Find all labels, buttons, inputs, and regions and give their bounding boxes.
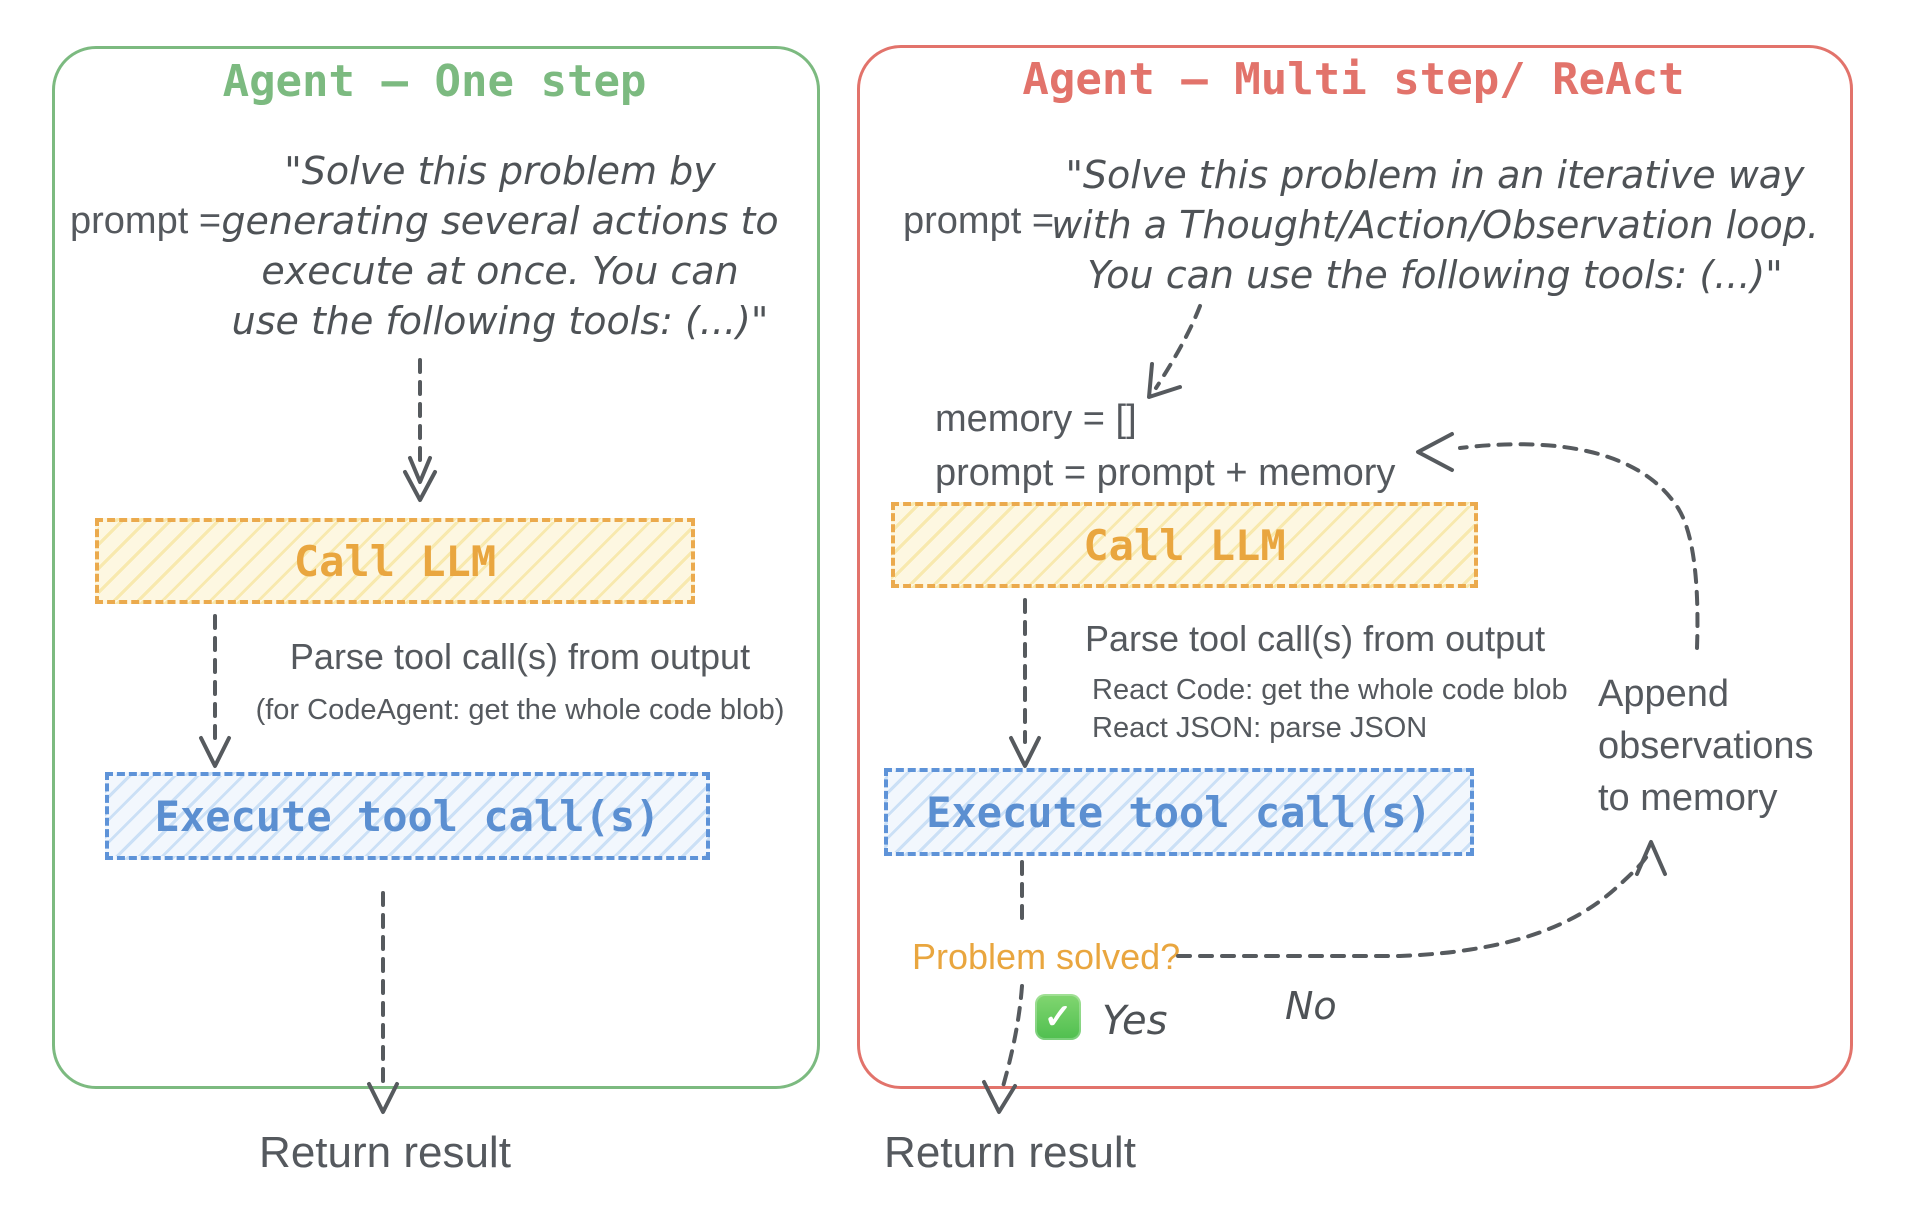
memory-init-line: memory = []	[935, 398, 1137, 440]
one-step-parse-note: (for CodeAgent: get the whole code blob)	[255, 694, 785, 726]
react-call-llm-box: Call LLM	[891, 502, 1478, 588]
call-llm-label: Call LLM	[1083, 520, 1286, 570]
one-step-call-llm-box: Call LLM	[95, 518, 695, 604]
problem-solved-question: Problem solved?	[912, 936, 1181, 977]
one-step-return-result: Return result	[259, 1128, 511, 1177]
prompt-line: use the following tools: (...)"	[231, 299, 769, 343]
prompt-line: execute at once. You can	[261, 249, 739, 293]
one-step-prompt-label: prompt =	[70, 200, 222, 242]
react-execute-box: Execute tool call(s)	[884, 768, 1474, 856]
append-line: observations	[1598, 725, 1814, 767]
yes-label: Yes	[1102, 998, 1168, 1044]
execute-label: Execute tool call(s)	[926, 787, 1432, 837]
one-step-panel-border	[52, 46, 820, 1089]
react-parse-note-json: React JSON: parse JSON	[1092, 712, 1428, 744]
call-llm-label: Call LLM	[293, 536, 497, 586]
prompt-memory-line: prompt = prompt + memory	[935, 452, 1396, 494]
append-observations-text: Append observations to memory	[1598, 668, 1813, 824]
prompt-line: "Solve this problem by	[284, 149, 716, 193]
append-line: Append	[1598, 673, 1730, 715]
react-title: Agent – Multi step/ ReAct	[1022, 54, 1685, 105]
one-step-parse-text: Parse tool call(s) from output	[289, 636, 751, 677]
check-glyph: ✓	[1043, 998, 1073, 1036]
prompt-line: with a Thought/Action/Observation loop.	[1051, 203, 1819, 247]
react-prompt-label: prompt =	[903, 200, 1055, 242]
prompt-line: "Solve this problem in an iterative way	[1065, 153, 1805, 197]
react-parse-text: Parse tool call(s) from output	[1085, 618, 1546, 659]
react-prompt-text: "Solve this problem in an iterative way …	[1040, 150, 1830, 300]
check-icon: ✓	[1035, 994, 1081, 1040]
prompt-line: generating several actions to	[221, 199, 779, 243]
react-panel-border	[857, 45, 1853, 1089]
react-parse-note-code: React Code: get the whole code blob	[1092, 674, 1568, 706]
react-return-result: Return result	[884, 1128, 1136, 1177]
execute-label: Execute tool call(s)	[154, 791, 661, 841]
one-step-execute-box: Execute tool call(s)	[105, 772, 710, 860]
prompt-line: You can use the following tools: (...)"	[1087, 253, 1783, 297]
one-step-title: Agent – One step	[222, 56, 647, 107]
no-label: No	[1285, 984, 1337, 1028]
append-line: to memory	[1598, 777, 1778, 819]
one-step-prompt-text: "Solve this problem by generating severa…	[185, 146, 815, 346]
